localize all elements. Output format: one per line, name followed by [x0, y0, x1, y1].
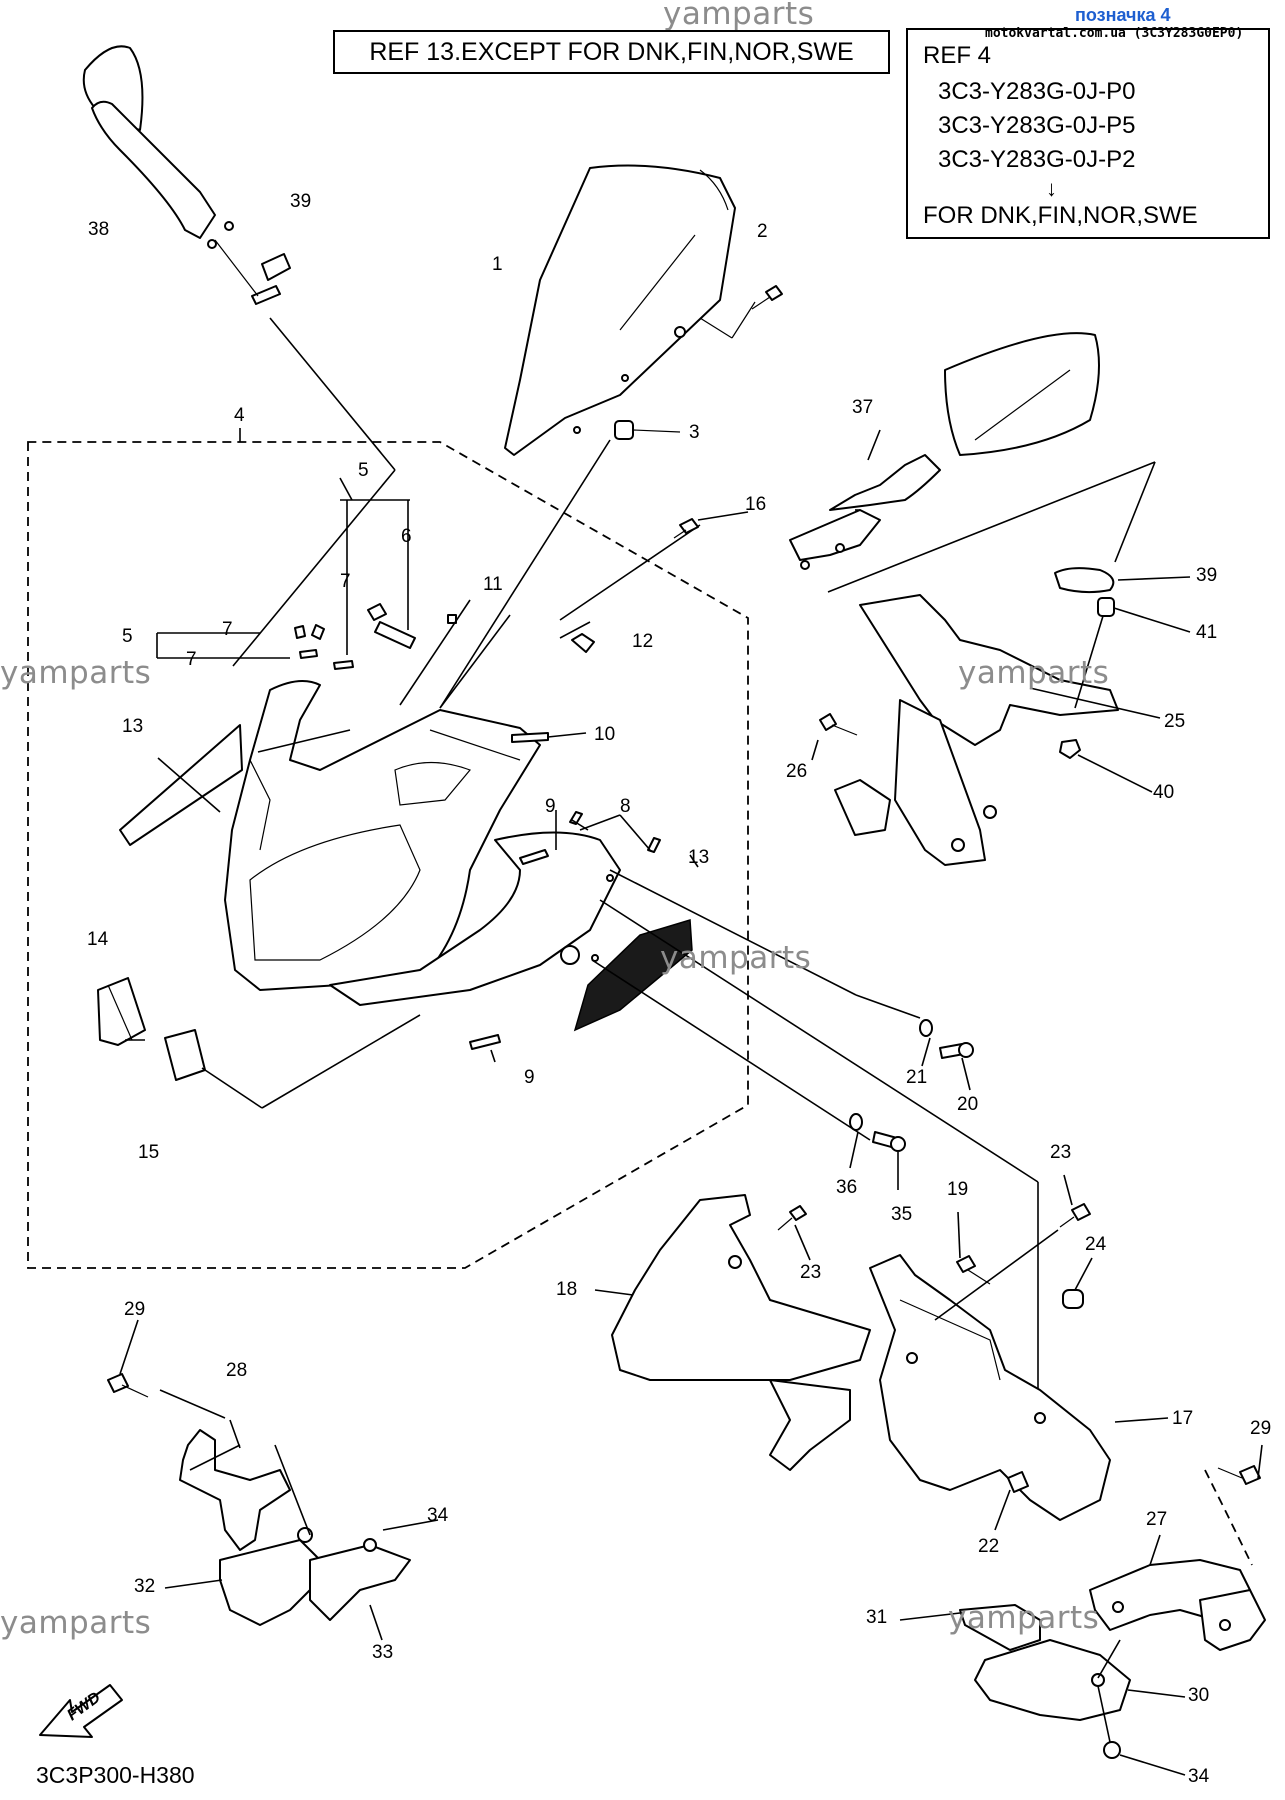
callout-4: 4	[234, 405, 245, 426]
callout-8: 8	[620, 796, 631, 817]
ref4-code-2: 3C3-Y283G-0J-P5	[938, 112, 1136, 139]
callout-17: 17	[1172, 1408, 1194, 1429]
callout-7: 7	[186, 649, 197, 670]
callout-34: 34	[1188, 1766, 1210, 1787]
watermark-yamparts: yamparts	[0, 655, 152, 691]
callout-29: 29	[1250, 1418, 1272, 1439]
callout-14: 14	[87, 929, 109, 950]
side-cowl-panel	[329, 831, 621, 1006]
ref4-for-note: FOR DNK,FIN,NOR,SWE	[923, 202, 1198, 229]
callout-3: 3	[689, 422, 700, 443]
callout-35: 35	[891, 1204, 913, 1225]
callout-30: 30	[1188, 1685, 1210, 1706]
callout-19: 19	[947, 1179, 969, 1200]
callout-15: 15	[138, 1142, 160, 1163]
callout-28: 28	[226, 1360, 248, 1381]
callout-9: 9	[545, 796, 556, 817]
under-cowl-right	[869, 1254, 1111, 1521]
callout-20: 20	[957, 1094, 979, 1115]
windscreen	[504, 164, 736, 456]
callout-24: 24	[1085, 1234, 1107, 1255]
callout-16: 16	[745, 494, 767, 515]
callout-10: 10	[594, 724, 616, 745]
callout-22: 22	[978, 1536, 1000, 1557]
callout-18: 18	[556, 1279, 578, 1300]
callout-32: 32	[134, 1576, 156, 1597]
diagram-code: 3C3P300-H380	[36, 1762, 195, 1788]
callout-33: 33	[372, 1642, 394, 1663]
callout-9: 9	[524, 1067, 535, 1088]
callout-6: 6	[401, 526, 412, 547]
callout-13: 13	[688, 847, 710, 868]
callout-7: 7	[340, 571, 351, 592]
ref4-title: REF 4	[923, 42, 992, 69]
site-label: motokvartal.com.ua (3C3Y283G0EP0)	[985, 26, 1244, 41]
callout-23: 23	[1050, 1142, 1072, 1163]
callout-37: 37	[852, 397, 874, 418]
callout-38: 38	[88, 219, 110, 240]
cowling-stay-left	[179, 1429, 291, 1551]
watermark-yamparts: yamparts	[660, 940, 812, 976]
ref4-code-1: 3C3-Y283G-0J-P0	[938, 78, 1136, 105]
callout-5: 5	[122, 626, 133, 647]
callout-40: 40	[1153, 782, 1175, 803]
callout-34: 34	[427, 1505, 449, 1526]
callout-1: 1	[492, 254, 503, 275]
ref4-code-3: 3C3-Y283G-0J-P2	[938, 146, 1136, 173]
callout-25: 25	[1164, 711, 1186, 732]
callout-11: 11	[483, 574, 503, 595]
watermark-yamparts: yamparts	[948, 1600, 1100, 1636]
callout-21: 21	[906, 1067, 928, 1088]
callout-26: 26	[786, 761, 808, 782]
tag-label: позначка 4	[1075, 5, 1171, 25]
ref13-note: REF 13.EXCEPT FOR DNK,FIN,NOR,SWE	[333, 30, 890, 74]
watermark-yamparts-top: yamparts	[663, 0, 815, 32]
callout-31: 31	[866, 1607, 888, 1628]
callout-36: 36	[836, 1177, 858, 1198]
ref4-box: REF 4 3C3-Y283G-0J-P0 3C3-Y283G-0J-P5 3C…	[906, 28, 1270, 239]
callout-27: 27	[1146, 1509, 1168, 1530]
fwd-arrow-shape	[39, 1684, 123, 1738]
callout-23: 23	[800, 1262, 822, 1283]
callout-7: 7	[222, 619, 233, 640]
meter-stay-bracket	[859, 594, 1119, 746]
watermark-yamparts: yamparts	[0, 1605, 152, 1641]
under-cowl-left	[611, 1194, 871, 1381]
callout-2: 2	[757, 221, 768, 242]
callout-39: 39	[1196, 565, 1218, 586]
callout-5: 5	[358, 460, 369, 481]
callout-13: 13	[122, 716, 144, 737]
group-4-dashed-outline	[27, 441, 749, 1269]
callout-29: 29	[124, 1299, 146, 1320]
callout-12: 12	[632, 631, 654, 652]
callout-41: 41	[1196, 622, 1218, 643]
ref4-arrow: ↓	[1046, 176, 1057, 201]
watermark-yamparts: yamparts	[958, 655, 1110, 691]
callout-39: 39	[290, 191, 312, 212]
mirror-right	[944, 332, 1100, 456]
